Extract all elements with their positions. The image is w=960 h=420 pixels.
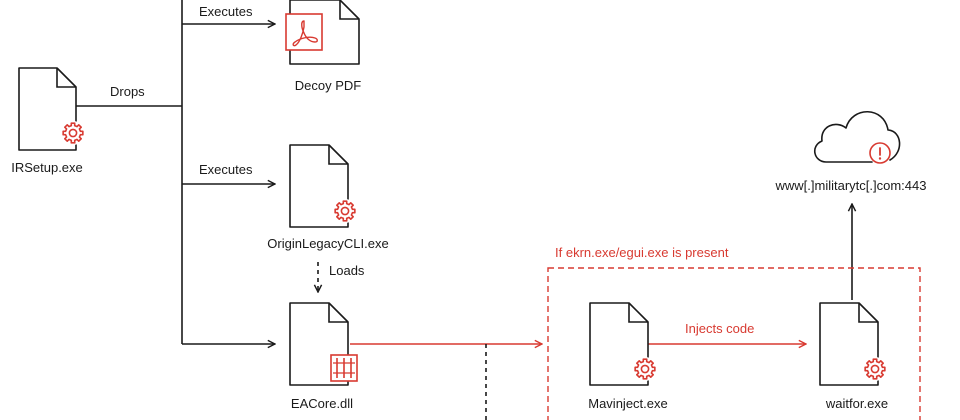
mavinject-label: Mavinject.exe — [588, 396, 667, 411]
file-fold — [328, 303, 348, 323]
condition-box — [547, 267, 921, 420]
file-fold — [628, 303, 648, 323]
decoy-label: Decoy PDF — [295, 78, 362, 93]
dll-icon — [330, 354, 358, 382]
eacore-label: EACore.dll — [291, 396, 353, 411]
file-fold — [858, 303, 878, 323]
file-icon — [819, 302, 879, 386]
node-c2-server[interactable]: www[.]militarytc[.]com:443 — [775, 111, 927, 193]
gear-icon — [333, 199, 357, 223]
file-fold — [339, 0, 359, 20]
node-eacore[interactable]: EACore.dll — [289, 302, 358, 411]
file-fold — [56, 68, 76, 88]
node-decoy-pdf[interactable]: Decoy PDF — [285, 0, 362, 93]
injects-label: Injects code — [685, 321, 754, 336]
node-irsetup[interactable]: IRSetup.exe — [11, 67, 85, 175]
file-icon — [589, 302, 649, 386]
file-icon — [289, 144, 349, 228]
irsetup-label: IRSetup.exe — [11, 160, 83, 175]
condition-label: If ekrn.exe/egui.exe is present — [555, 245, 729, 260]
waitfor-label: waitfor.exe — [825, 396, 888, 411]
gear-icon — [863, 357, 887, 381]
alert-icon — [869, 142, 891, 164]
loads-label: Loads — [329, 263, 365, 278]
origin-label: OriginLegacyCLI.exe — [267, 236, 388, 251]
drops-label: Drops — [110, 84, 145, 99]
executes-decoy-label: Executes — [199, 4, 253, 19]
node-waitfor[interactable]: waitfor.exe — [819, 302, 888, 411]
node-mavinject[interactable]: Mavinject.exe — [588, 302, 668, 411]
c2-label: www[.]militarytc[.]com:443 — [775, 178, 927, 193]
pdf-icon — [285, 13, 323, 51]
file-fold — [328, 145, 348, 165]
executes-origin-label: Executes — [199, 162, 253, 177]
connectors — [76, 0, 852, 420]
gear-icon — [61, 121, 85, 145]
gear-icon — [633, 357, 657, 381]
node-originlegacycli[interactable]: OriginLegacyCLI.exe — [267, 144, 389, 251]
